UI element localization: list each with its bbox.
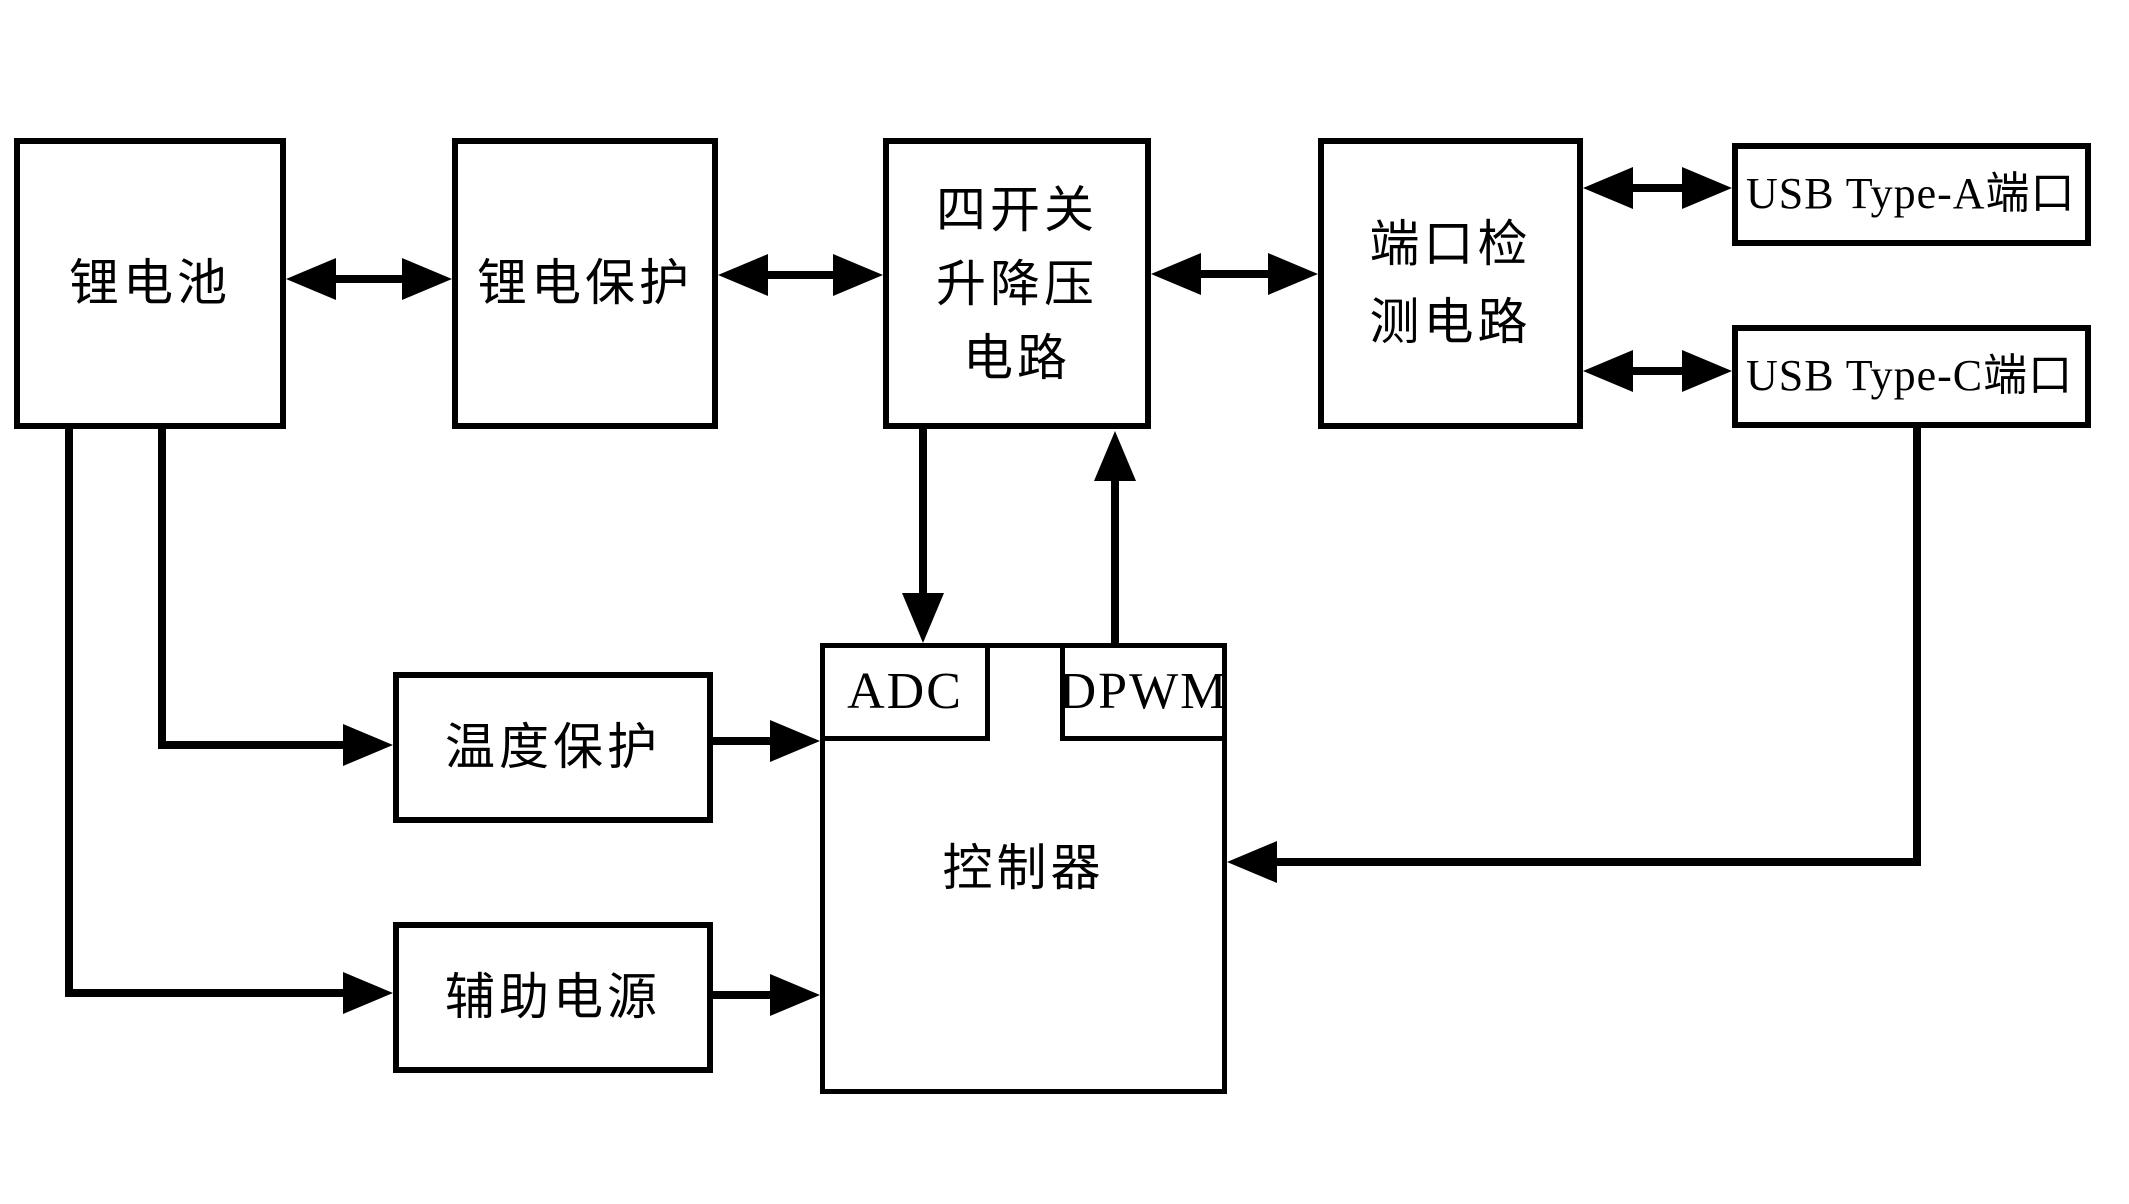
connector-portdetect-usbc: [1583, 350, 1732, 392]
connector-buckboost-portdetect: [1151, 253, 1318, 295]
dpwm-subblock: DPWM: [1059, 643, 1227, 741]
connector-battery-temp: [158, 428, 393, 766]
arrowhead: [902, 593, 944, 643]
arrowhead: [1583, 167, 1633, 209]
arrowhead: [1583, 350, 1633, 392]
arrowhead: [1227, 841, 1277, 883]
buck-boost-circuit-block: 四开关 升降压 电路: [883, 138, 1151, 429]
auxiliary-power-block: 辅助电源: [393, 922, 713, 1073]
arrowhead: [833, 254, 883, 296]
arrowhead: [770, 974, 820, 1016]
battery-protection-block: 锂电保护: [452, 138, 718, 429]
connector-dpwm-buckboost: [1094, 431, 1136, 643]
temperature-protection-block: 温度保护: [393, 672, 713, 823]
connector-battery-aux: [65, 428, 393, 1014]
arrowhead: [718, 254, 768, 296]
arrowhead: [1094, 431, 1136, 481]
arrowhead: [1151, 253, 1201, 295]
connector-protection-buckboost: [718, 254, 883, 296]
connector-buckboost-adc: [902, 428, 944, 643]
connector-battery-protection: [286, 258, 452, 300]
connector-temp-controller: [713, 720, 820, 762]
battery-block: 锂电池: [14, 138, 286, 429]
connector-usbc-controller: [1227, 427, 1921, 883]
connector-portdetect-usba: [1583, 167, 1732, 209]
connector-line: [65, 428, 349, 997]
usb-type-a-port-block: USB Type-A端口: [1732, 143, 2091, 246]
adc-subblock: ADC: [820, 643, 990, 741]
connector-aux-controller: [713, 974, 820, 1016]
connector-line: [158, 428, 349, 749]
arrowhead: [343, 972, 393, 1014]
arrowhead: [402, 258, 452, 300]
arrowhead: [286, 258, 336, 300]
usb-type-c-port-block: USB Type-C端口: [1732, 325, 2091, 428]
arrowhead: [343, 724, 393, 766]
arrowhead: [1682, 167, 1732, 209]
arrowhead: [1268, 253, 1318, 295]
port-detection-block: 端口检 测电路: [1318, 138, 1583, 429]
connector-line: [1271, 427, 1921, 866]
arrowhead: [770, 720, 820, 762]
arrowhead: [1682, 350, 1732, 392]
